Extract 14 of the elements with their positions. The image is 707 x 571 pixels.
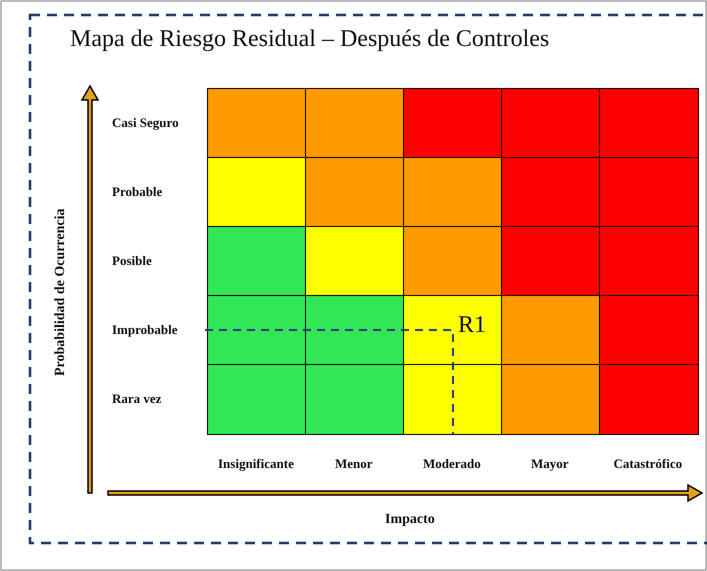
row-label: Probable [112,184,162,200]
row-label: Rara vez [112,391,162,407]
column-label: Mayor [531,456,569,472]
axis-title: Impacto [385,512,435,528]
column-label: Insignificante [218,456,294,472]
column-label: Moderado [423,456,481,472]
axis-title: Probabilidad de Ocurrencia [53,207,69,378]
column-label: Menor [335,456,373,472]
row-label: Posible [112,253,152,269]
row-label: Improbable [112,322,178,338]
diagram-title: Mapa de Riesgo Residual – Después de Controles [70,26,550,53]
row-label: Casi Seguro [112,115,179,131]
risk-marker-label: R1 [458,312,486,339]
column-label: Catastrófico [614,456,682,472]
